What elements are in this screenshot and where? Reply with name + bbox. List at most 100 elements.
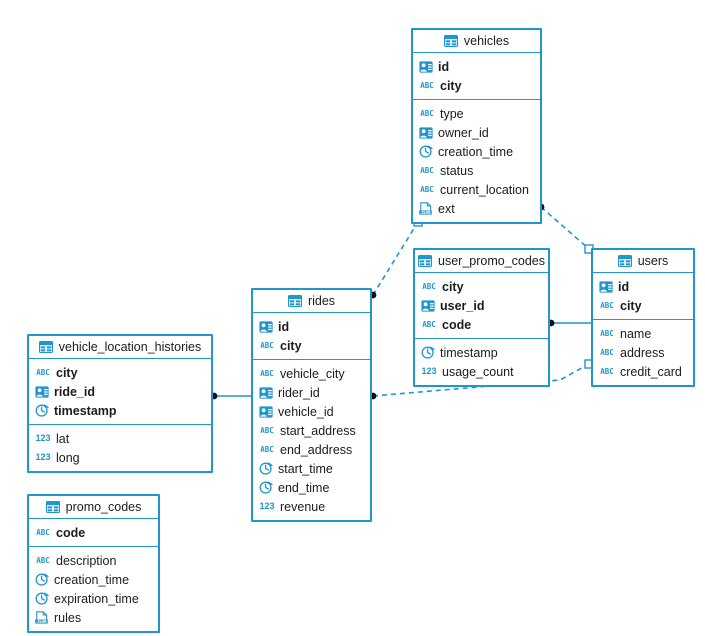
key-card-icon: [599, 280, 613, 293]
field-name: start_time: [278, 461, 333, 476]
table-icon: [443, 35, 458, 47]
primary-key-row[interactable]: ABC city: [29, 363, 211, 382]
primary-key-row[interactable]: timestamp: [29, 401, 211, 420]
field-row[interactable]: creation_time: [29, 570, 158, 589]
field-row[interactable]: 123 lat: [29, 429, 211, 448]
entity-table-vehicle_location_histories[interactable]: vehicle_location_histories ABC city ride…: [27, 334, 213, 473]
field-name: description: [56, 553, 117, 568]
field-row[interactable]: 123 long: [29, 448, 211, 467]
field-name: rider_id: [278, 385, 320, 400]
table-header[interactable]: vehicle_location_histories: [29, 336, 211, 359]
primary-key-row[interactable]: ride_id: [29, 382, 211, 401]
clock-icon: [35, 592, 49, 605]
abc-type-icon: ABC: [260, 425, 274, 435]
abc-type-icon: ABC: [600, 366, 614, 376]
field-row[interactable]: ABC description: [29, 551, 158, 570]
primary-key-section: id ABC city: [413, 53, 540, 100]
field-section: ABC type owner_id creation_time ABC stat…: [413, 100, 540, 222]
primary-key-row[interactable]: ABC code: [29, 523, 158, 542]
field-row[interactable]: expiration_time: [29, 589, 158, 608]
primary-key-section: id ABC city: [253, 313, 370, 360]
field-name: user_id: [440, 298, 485, 313]
field-row[interactable]: vehicle_id: [253, 402, 370, 421]
key-card-icon: [421, 299, 435, 312]
field-section: ABC description creation_time expiration…: [29, 547, 158, 631]
field-name: name: [620, 326, 652, 341]
field-name: vehicle_id: [278, 404, 334, 419]
primary-key-row[interactable]: id: [253, 317, 370, 336]
key-card-icon: [419, 60, 433, 73]
field-row[interactable]: ABC start_address: [253, 421, 370, 440]
primary-key-row[interactable]: id: [413, 57, 540, 76]
field-name: code: [56, 525, 86, 540]
field-name: city: [442, 279, 464, 294]
table-header[interactable]: user_promo_codes: [415, 250, 548, 273]
clock-icon: [259, 481, 273, 494]
field-row[interactable]: owner_id: [413, 123, 540, 142]
field-name: city: [56, 365, 78, 380]
entity-table-users[interactable]: users id ABC city ABC name ABC address A…: [591, 248, 695, 387]
table-header[interactable]: vehicles: [413, 30, 540, 53]
key-card-icon: [419, 126, 433, 139]
primary-key-row[interactable]: ABC code: [415, 315, 548, 334]
abc-type-icon: ABC: [420, 80, 434, 90]
clock-icon: [421, 346, 435, 359]
number-type-icon: 123: [421, 366, 437, 376]
abc-type-icon: ABC: [36, 527, 50, 537]
table-header[interactable]: promo_codes: [29, 496, 158, 519]
table-icon: [38, 341, 53, 353]
field-row[interactable]: timestamp: [415, 343, 548, 362]
clock-icon: [35, 404, 49, 417]
field-name: id: [618, 279, 630, 294]
field-name: city: [620, 298, 642, 313]
primary-key-row[interactable]: ABC city: [415, 277, 548, 296]
field-row[interactable]: JSON ext: [413, 199, 540, 218]
table-header[interactable]: users: [593, 250, 693, 273]
field-row[interactable]: ABC current_location: [413, 180, 540, 199]
field-row[interactable]: rider_id: [253, 383, 370, 402]
field-row[interactable]: ABC type: [413, 104, 540, 123]
field-row[interactable]: ABC end_address: [253, 440, 370, 459]
field-name: address: [620, 345, 665, 360]
table-title: promo_codes: [65, 500, 142, 514]
primary-key-row[interactable]: ABC city: [253, 336, 370, 355]
field-row[interactable]: creation_time: [413, 142, 540, 161]
table-title: user_promo_codes: [438, 254, 546, 268]
field-name: owner_id: [438, 125, 489, 140]
relationship-line: [540, 206, 590, 250]
table-header[interactable]: rides: [253, 290, 370, 313]
entity-table-vehicles[interactable]: vehicles id ABC city ABC type: [411, 28, 542, 224]
entity-table-rides[interactable]: rides id ABC city ABC vehicle_city: [251, 288, 372, 522]
field-row[interactable]: ABC address: [593, 343, 693, 362]
field-name: id: [438, 59, 450, 74]
field-row[interactable]: JSON rules: [29, 608, 158, 627]
field-name: vehicle_city: [280, 366, 345, 381]
svg-text:JSON: JSON: [37, 619, 47, 624]
field-row[interactable]: ABC name: [593, 324, 693, 343]
primary-key-row[interactable]: ABC city: [413, 76, 540, 95]
field-row[interactable]: start_time: [253, 459, 370, 478]
entity-table-promo_codes[interactable]: promo_codes ABC code ABC description cre…: [27, 494, 160, 633]
field-row[interactable]: 123 revenue: [253, 497, 370, 516]
field-name: creation_time: [438, 144, 514, 159]
field-row[interactable]: end_time: [253, 478, 370, 497]
table-icon: [45, 501, 60, 513]
abc-type-icon: ABC: [420, 165, 434, 175]
clock-icon: [419, 145, 433, 158]
primary-key-section: ABC code: [29, 519, 158, 547]
primary-key-row[interactable]: user_id: [415, 296, 548, 315]
primary-key-row[interactable]: id: [593, 277, 693, 296]
number-type-icon: 123: [35, 433, 51, 443]
key-card-icon: [259, 386, 273, 399]
field-row[interactable]: ABC vehicle_city: [253, 364, 370, 383]
entity-table-user_promo_codes[interactable]: user_promo_codes ABC city user_id ABC co…: [413, 248, 550, 387]
field-section: ABC name ABC address ABC credit_card: [593, 320, 693, 385]
field-row[interactable]: ABC credit_card: [593, 362, 693, 381]
clock-icon: [35, 573, 49, 586]
field-name: ext: [438, 201, 455, 216]
primary-key-row[interactable]: ABC city: [593, 296, 693, 315]
field-row[interactable]: 123 usage_count: [415, 362, 548, 381]
svg-text:JSON: JSON: [421, 210, 431, 215]
table-title: rides: [307, 294, 336, 308]
field-row[interactable]: ABC status: [413, 161, 540, 180]
